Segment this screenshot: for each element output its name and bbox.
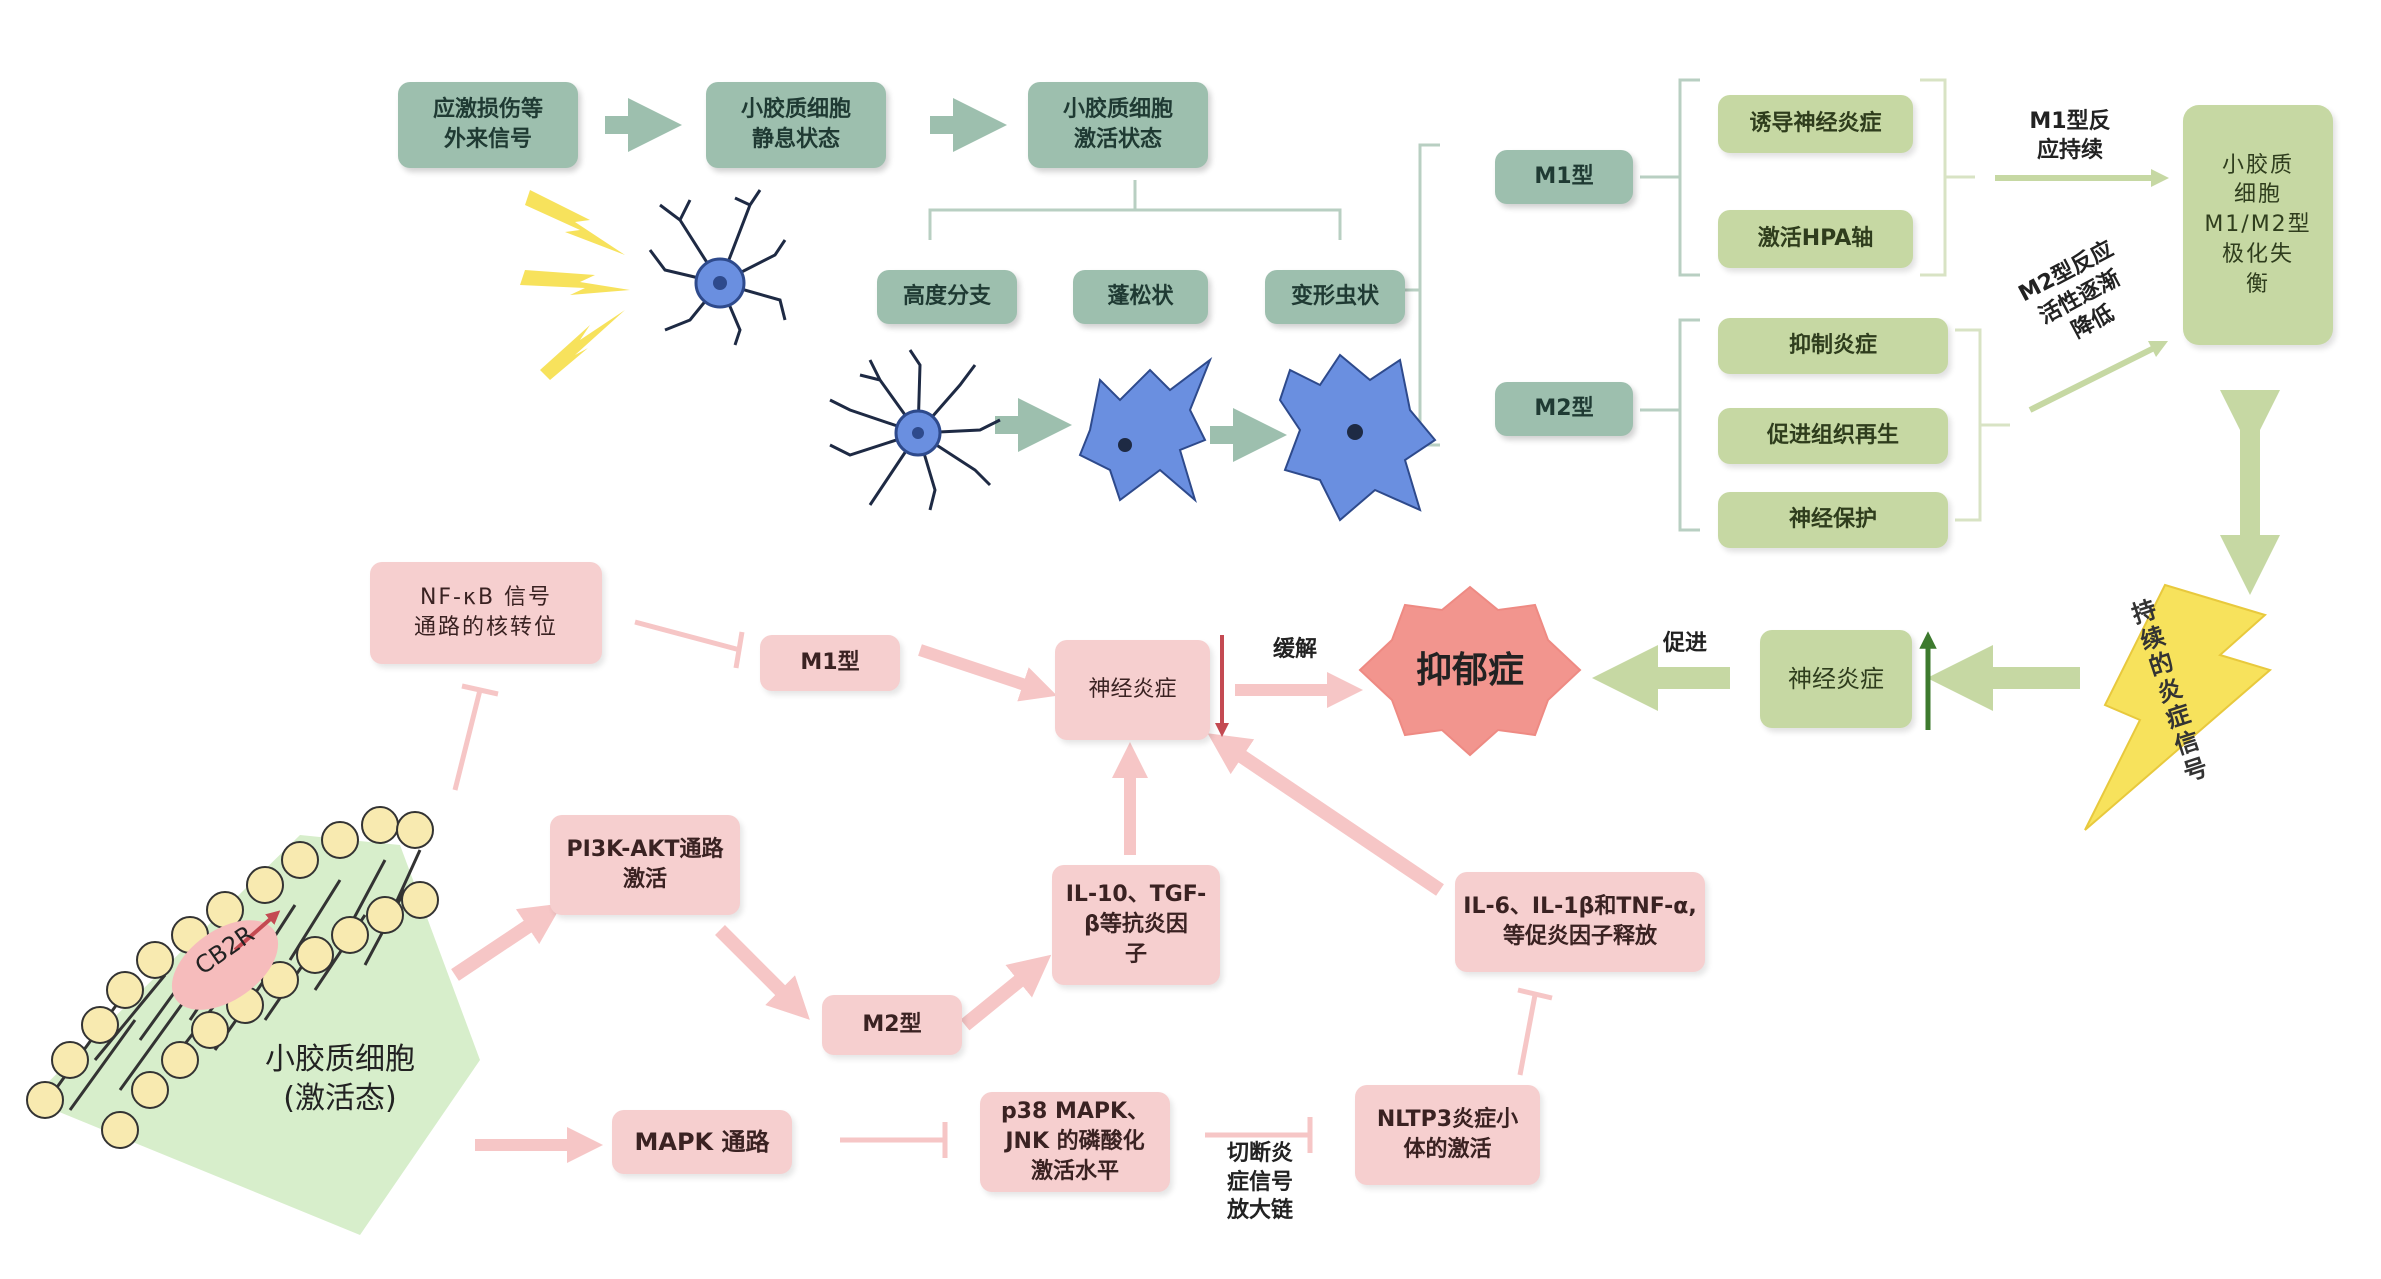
resting-microglia-icon <box>648 189 787 346</box>
morph-bushy-box: 蓬松状 <box>1073 270 1208 324</box>
mapk-label: MAPK 通路 <box>634 1127 770 1156</box>
m2-right-bracket <box>1955 328 2010 522</box>
activated-brace <box>928 180 1342 240</box>
m2-effect-1-label: 抑制炎症 <box>1788 333 1877 359</box>
pi3k-box: PI3K-AKT通路 激活 <box>550 815 740 915</box>
morph-amoeboid-box: 变形虫状 <box>1265 270 1405 324</box>
depression-star <box>1358 585 1582 757</box>
m2-type-label: M2型 <box>1534 396 1594 422</box>
morph-branched-label: 高度分支 <box>902 284 991 310</box>
microglia-active-label: 小胶质细胞 (激活态) <box>265 1042 415 1116</box>
promote-label: 促进 <box>1662 631 1707 656</box>
m1-sustained-label: M1型反 应持续 <box>2029 109 2111 163</box>
m1-type-box: M1型 <box>1495 150 1633 204</box>
anti-inflammatory-label: IL-10、TGF- β等抗炎因 子 <box>1065 882 1207 967</box>
m2-effect-regenerate: 促进组织再生 <box>1718 408 1948 464</box>
m1-effect-1-label: 诱导神经炎症 <box>1749 111 1882 137</box>
m2-effect-neuroprotect: 神经保护 <box>1718 492 1948 548</box>
branched-microglia-icon <box>829 349 1001 511</box>
morph-branched-box: 高度分支 <box>877 270 1017 324</box>
polarization-imbalance-label: 小胶质 细胞 M1/M2型 极化失 衡 <box>2204 152 2312 297</box>
m2-pink-box: M2型 <box>822 995 962 1055</box>
m2-effect-inhibit: 抑制炎症 <box>1718 318 1948 374</box>
m1-effect-neuroinflammation: 诱导神经炎症 <box>1718 95 1913 153</box>
m2-effect-2-label: 促进组织再生 <box>1766 423 1899 449</box>
neuroinflammation-center-box: 神经炎症 <box>1055 640 1210 740</box>
top-flow-arrows <box>605 98 1287 462</box>
nfkb-label: NF-κB 信号 通路的核转位 <box>413 585 558 640</box>
resting-state-box: 小胶质细胞 静息状态 <box>706 82 886 168</box>
nltp3-label: NLTP3炎症小 体的激活 <box>1376 1107 1519 1162</box>
stress-signal-box: 应激损伤等 外来信号 <box>398 82 578 168</box>
nfkb-box: NF-κB 信号 通路的核转位 <box>370 562 602 664</box>
resting-state-label: 小胶质细胞 静息状态 <box>740 97 851 152</box>
p38-label: p38 MAPK、 JNK 的磷酸化 激活水平 <box>1000 1099 1150 1184</box>
pi3k-label: PI3K-AKT通路 激活 <box>566 837 724 892</box>
pro-inflammatory-label: IL-6、IL-1β和TNF-α, 等促炎因子释放 <box>1463 894 1697 949</box>
mapk-box: MAPK 通路 <box>612 1110 792 1174</box>
m1-right-bracket <box>1920 78 1975 277</box>
pro-inflammatory-box: IL-6、IL-1β和TNF-α, 等促炎因子释放 <box>1455 872 1705 972</box>
m1-effect-hpa: 激活HPA轴 <box>1718 210 1913 268</box>
neuroinflammation-right-label: 神经炎症 <box>1788 664 1884 693</box>
active-microglia-membrane <box>26 806 480 1235</box>
lightning-icon <box>520 190 630 380</box>
m1-type-label: M1型 <box>1534 164 1594 190</box>
cut-chain-label: 切断炎 症信号 放大链 <box>1226 1141 1293 1224</box>
m2-effects-bracket <box>1640 318 1700 532</box>
depression-label: 抑郁症 <box>1415 650 1524 691</box>
m2-type-box: M2型 <box>1495 382 1633 436</box>
neuroinflammation-right-box: 神经炎症 <box>1760 630 1912 728</box>
m1-pink-label: M1型 <box>800 650 860 676</box>
relieve-label: 缓解 <box>1272 637 1317 662</box>
activated-state-box: 小胶质细胞 激活状态 <box>1028 82 1208 168</box>
morph-amoeboid-label: 变形虫状 <box>1290 284 1379 310</box>
persistent-signal-bolt <box>2084 583 2273 831</box>
nltp3-box: NLTP3炎症小 体的激活 <box>1355 1085 1540 1185</box>
activated-state-label: 小胶质细胞 激活状态 <box>1062 97 1173 152</box>
inhibition-lines <box>452 619 1553 1158</box>
stress-signal-label: 应激损伤等 外来信号 <box>432 97 543 152</box>
neuroinflammation-center-label: 神经炎症 <box>1088 677 1177 703</box>
m2-pink-label: M2型 <box>862 1012 922 1038</box>
p38-box: p38 MAPK、 JNK 的磷酸化 激活水平 <box>980 1092 1170 1192</box>
amoeboid-microglia-icon <box>1278 353 1437 522</box>
anti-inflammatory-box: IL-10、TGF- β等抗炎因 子 <box>1052 865 1220 985</box>
polarization-imbalance-box: 小胶质 细胞 M1/M2型 极化失 衡 <box>2183 105 2333 345</box>
m1-effects-bracket <box>1640 78 1700 277</box>
m1-pink-box: M1型 <box>760 635 900 691</box>
m1-effect-2-label: 激活HPA轴 <box>1757 226 1874 252</box>
pink-arrows <box>451 644 1444 1163</box>
m2-effect-3-label: 神经保护 <box>1788 507 1877 533</box>
bushy-microglia-icon <box>1078 357 1213 503</box>
green-arrows <box>1592 169 2280 711</box>
morph-bushy-label: 蓬松状 <box>1107 284 1174 310</box>
